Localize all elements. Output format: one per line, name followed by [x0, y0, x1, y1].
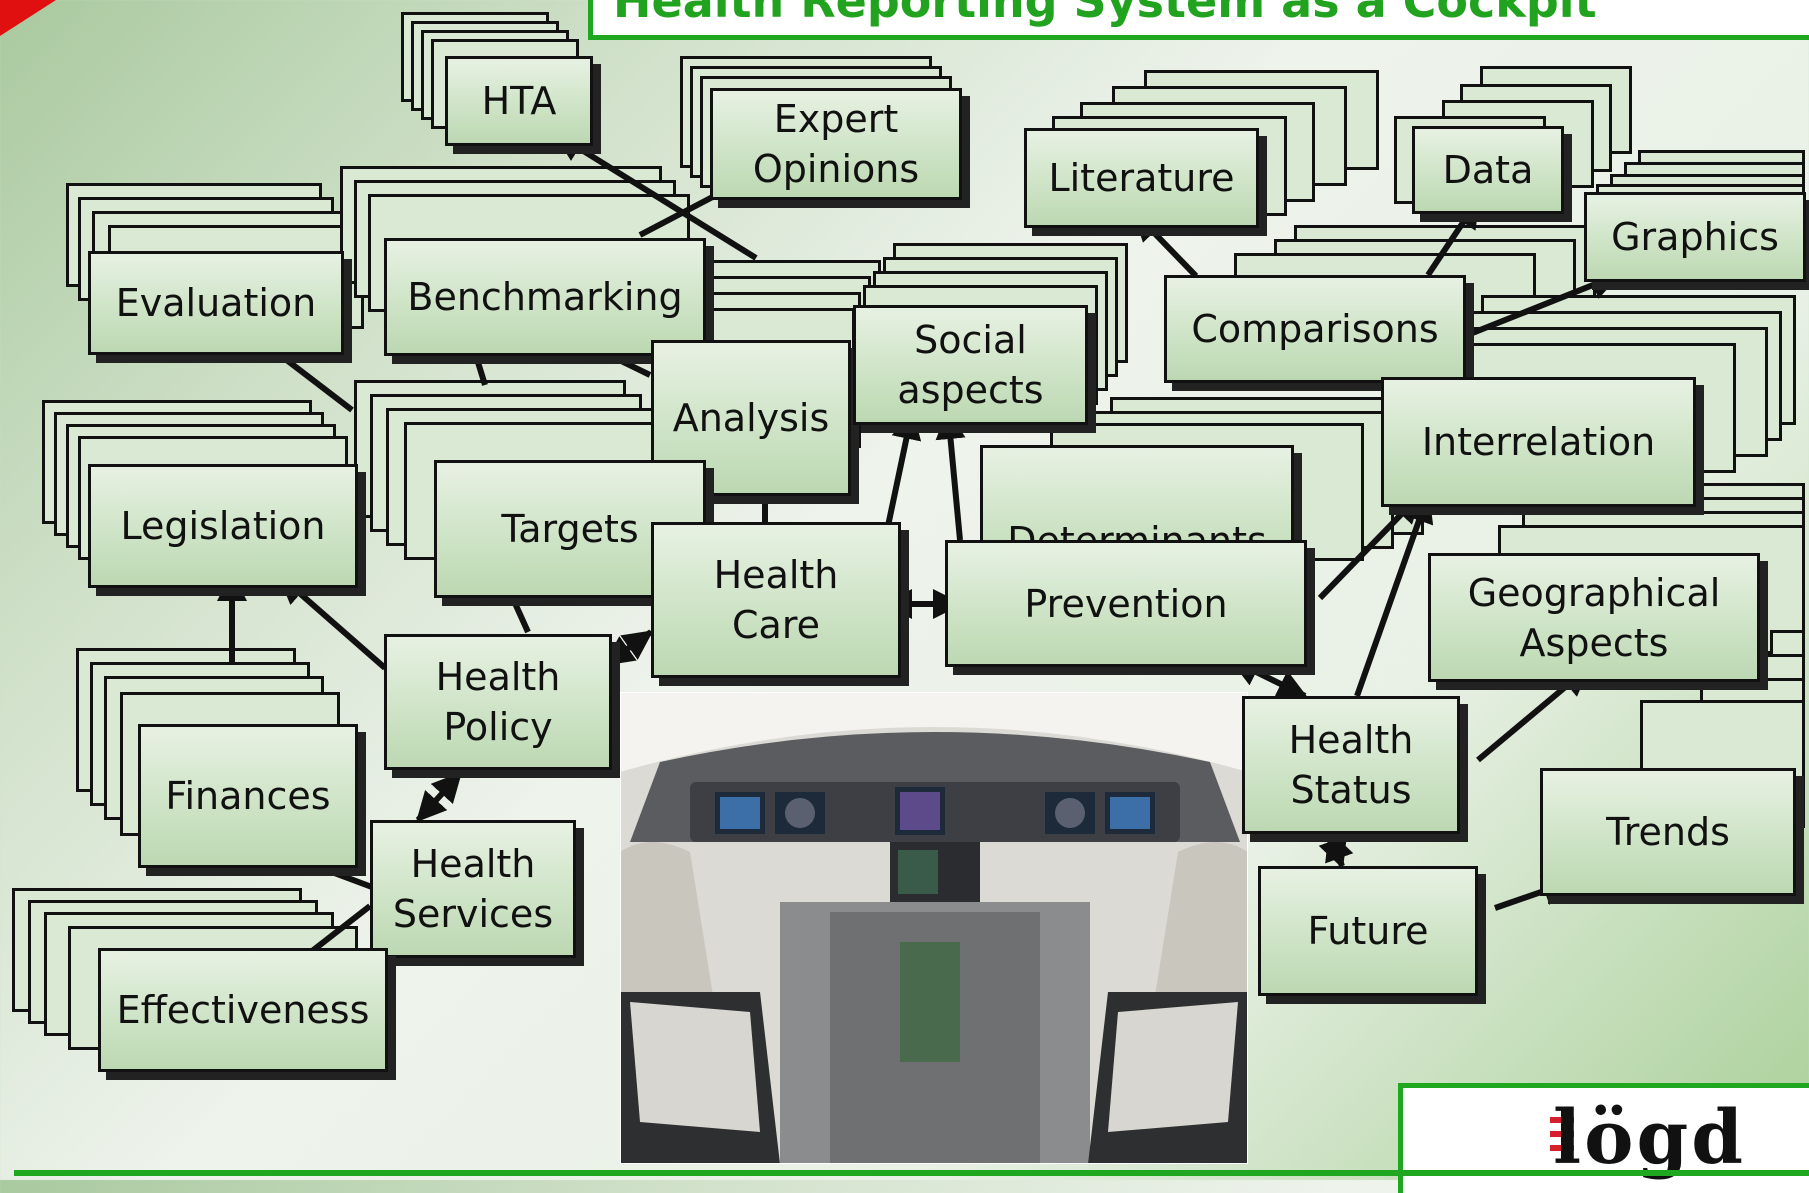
node-effectiveness: Effectiveness	[98, 948, 388, 1072]
bottom-rule	[14, 1170, 1809, 1176]
node-data-label: Data	[1442, 148, 1534, 192]
corner-accent	[0, 0, 56, 36]
node-evaluation-label: Evaluation	[115, 281, 317, 325]
connector-arrow	[1458, 271, 1621, 341]
logo-panel: lögd	[1398, 1083, 1809, 1193]
node-prevention: Prevention	[945, 540, 1307, 667]
node-comparisons-label: Comparisons	[1191, 307, 1439, 351]
node-health-policy: Health Policy	[384, 634, 612, 770]
node-interrelation-label: Interrelation	[1421, 420, 1656, 464]
node-social-aspects: Social aspects	[853, 305, 1088, 425]
node-targets-label: Targets	[501, 507, 639, 551]
node-trends-label: Trends	[1606, 810, 1730, 854]
node-legislation: Legislation	[88, 464, 358, 588]
node-finances: Finances	[138, 724, 358, 868]
node-social-aspects-label: Social aspects	[897, 318, 1044, 412]
connector-arrow	[603, 629, 654, 667]
node-comparisons: Comparisons	[1164, 275, 1466, 383]
node-geographical-aspects: Geographical Aspects	[1428, 553, 1760, 682]
node-health-policy-label: Health Policy	[435, 655, 561, 749]
node-health-care: Health Care	[651, 522, 901, 678]
logo-bar-icon	[1550, 1131, 1574, 1137]
connector-arrow	[1318, 830, 1354, 869]
connector-arrow	[1354, 492, 1434, 697]
node-health-care-label: Health Care	[713, 553, 839, 647]
connector-arrow	[277, 573, 387, 671]
node-graphics: Graphics	[1584, 192, 1806, 282]
node-health-status: Health Status	[1242, 696, 1460, 834]
node-future: Future	[1258, 866, 1478, 996]
node-geographical-aspects-label: Geographical Aspects	[1467, 570, 1721, 665]
cockpit-photo	[620, 692, 1248, 1164]
node-analysis-label: Analysis	[672, 396, 830, 440]
node-prevention-label: Prevention	[1024, 581, 1228, 626]
node-health-services: Health Services	[370, 820, 576, 958]
node-benchmarking: Benchmarking	[384, 238, 706, 356]
node-graphics-label: Graphics	[1611, 215, 1779, 259]
node-legislation-label: Legislation	[120, 504, 326, 548]
logo-text: lögd	[1553, 1095, 1746, 1181]
node-future-label: Future	[1307, 909, 1429, 953]
connector-arrow	[553, 131, 758, 261]
node-effectiveness-label: Effectiveness	[116, 988, 370, 1032]
node-expert-opinions: Expert Opinions	[710, 88, 962, 200]
node-interrelation: Interrelation	[1381, 377, 1696, 507]
node-benchmarking-label: Benchmarking	[407, 275, 683, 319]
node-health-services-label: Health Services	[392, 842, 554, 936]
node-literature: Literature	[1024, 128, 1259, 228]
node-hta: HTA	[445, 56, 593, 146]
connector-arrow	[885, 409, 922, 527]
node-finances-label: Finances	[165, 774, 331, 818]
node-expert-opinions-label: Expert Opinions	[752, 97, 920, 191]
logo-bar-icon	[1550, 1145, 1574, 1151]
connector-arrow	[415, 771, 463, 823]
node-evaluation: Evaluation	[88, 251, 344, 355]
node-trends: Trends	[1540, 768, 1796, 896]
node-health-status-label: Health Status	[1288, 718, 1414, 812]
connector-arrow	[1317, 492, 1423, 601]
node-hta-label: HTA	[481, 79, 557, 123]
slide-title: Health Reporting System as a Cockpit	[588, 0, 1809, 40]
connector-arrow	[1476, 665, 1591, 763]
slide-title-text: Health Reporting System as a Cockpit	[613, 0, 1597, 28]
node-data: Data	[1412, 126, 1564, 214]
node-literature-label: Literature	[1048, 156, 1235, 200]
logo-bar-icon	[1550, 1117, 1574, 1123]
connector-arrow	[935, 409, 966, 541]
